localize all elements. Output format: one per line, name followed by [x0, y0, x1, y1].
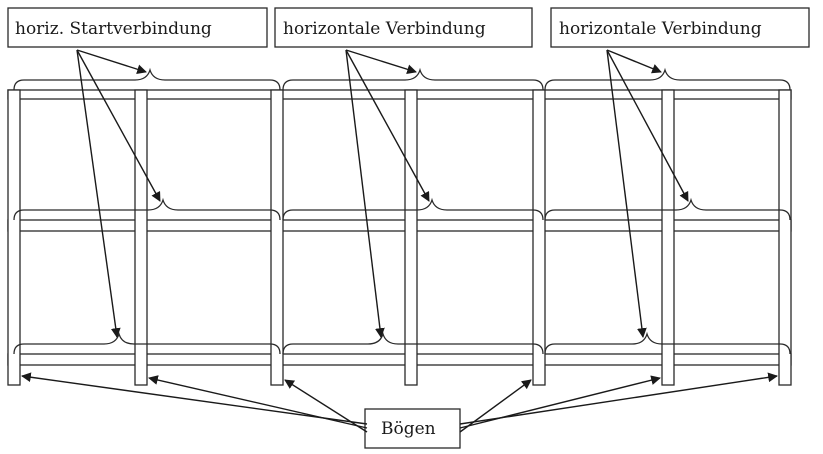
brace-bottom-3 [544, 331, 791, 355]
label-horizontal-connection-2-text: horizontale Verbindung [559, 19, 762, 39]
arrow-frames-to-post-2 [148, 375, 368, 429]
arrow-frames-to-post-3 [284, 379, 368, 433]
arrow-frames-to-post-1 [21, 372, 368, 425]
arrow-start-to-bottom-brace [76, 49, 121, 338]
arrow-start-to-top-brace [76, 49, 147, 74]
brace-top-3 [544, 67, 791, 91]
arrow-h2-to-middle-brace [606, 49, 689, 202]
arrow-h1-to-middle-brace [345, 49, 430, 202]
label-start-connection: horiz. Startverbindung [7, 7, 268, 48]
label-frames: Bögen [364, 408, 461, 449]
label-horizontal-connection-1-text: horizontale Verbindung [283, 19, 486, 39]
arrow-h2-to-bottom-brace [606, 49, 647, 338]
brace-middle-1 [13, 197, 281, 221]
frame-arrows [21, 372, 778, 433]
arrow-frames-to-post-4 [459, 379, 532, 433]
post-4 [404, 89, 418, 386]
post-7 [778, 89, 792, 386]
post-1 [7, 89, 21, 386]
label-horizontal-connection-1: horizontale Verbindung [274, 7, 533, 48]
label-frames-text: Bögen [381, 419, 436, 439]
connection-arrows [76, 49, 689, 338]
post-6 [661, 89, 675, 386]
brace-top-2 [282, 67, 544, 91]
brace-middle-2 [282, 197, 544, 221]
brace-top-1 [13, 67, 281, 91]
post-2 [134, 89, 148, 386]
arrow-h2-to-top-brace [606, 49, 662, 74]
label-horizontal-connection-2: horizontale Verbindung [550, 7, 810, 48]
post-5 [532, 89, 546, 386]
arrow-frames-to-post-5 [459, 375, 661, 429]
label-start-connection-text: horiz. Startverbindung [15, 19, 212, 39]
brace-middle-3 [544, 197, 791, 221]
arrow-start-to-middle-brace [76, 49, 161, 202]
arrow-frames-to-post-6 [459, 372, 778, 425]
posts [7, 89, 792, 386]
post-3 [270, 89, 284, 386]
arrow-h1-to-top-brace [345, 49, 417, 75]
arrow-h1-to-bottom-brace [345, 49, 385, 338]
